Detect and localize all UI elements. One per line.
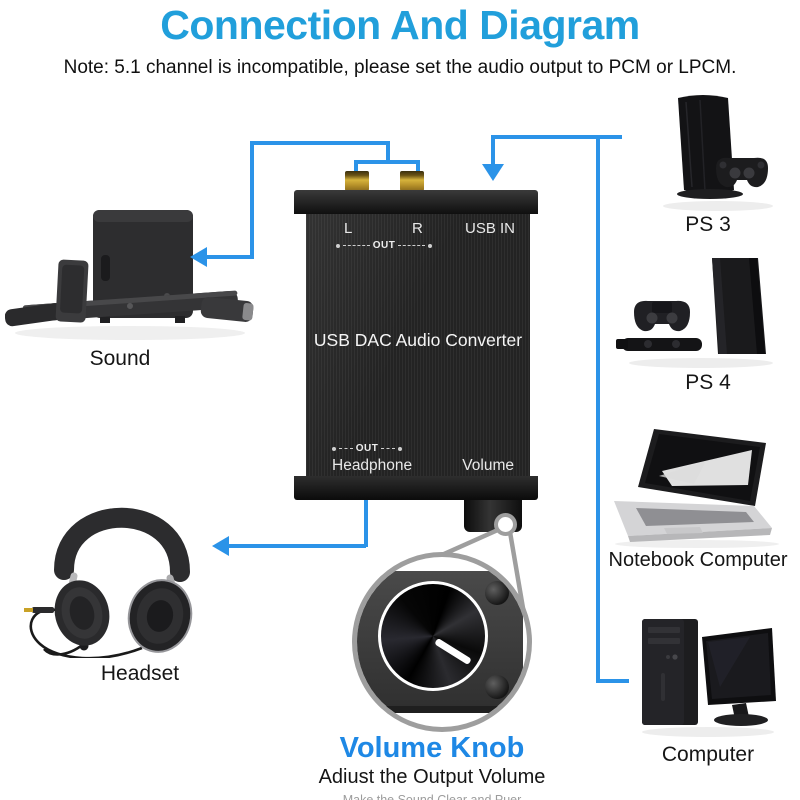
notebook-computer-label: Notebook Computer: [608, 549, 788, 571]
usb-in-label: USB IN: [464, 220, 515, 237]
usb-line-top: [491, 135, 622, 139]
ps3-label: PS 3: [685, 213, 731, 236]
headset-arrowhead-icon: [212, 536, 229, 556]
headset-arrow-shaft: [228, 544, 366, 548]
rca-bracket-right-leg: [416, 160, 420, 175]
ps3-console-image: [663, 95, 773, 211]
ps3-controller: [716, 157, 768, 188]
volume-knob-callout: Volume Knob Adiust the Output Volume Mak…: [287, 733, 577, 800]
rca-jack-left: [345, 171, 369, 191]
rca-bracket-left-leg: [354, 160, 358, 175]
ps4-console-image: [616, 258, 773, 368]
ps4-body: [712, 258, 766, 354]
rca-out-label: OUT: [372, 240, 396, 251]
usb-arrowhead-icon: [482, 164, 504, 181]
ps4-label: PS 4: [685, 371, 731, 394]
ps4-console-image: [616, 252, 780, 370]
pc-monitor: [702, 628, 776, 726]
jack-right-label: R: [412, 220, 423, 237]
headphones-image: [24, 507, 193, 658]
sound-line-top: [250, 141, 390, 145]
cable: [29, 608, 143, 658]
console-trunk-line: [596, 135, 600, 683]
volume-knob-image: [378, 581, 488, 691]
volume-label: Volume: [462, 457, 514, 474]
ps4-camera: [622, 338, 702, 351]
jack-left-label: L: [344, 220, 353, 237]
volume-knob-subtitle: Adiust the Output Volume: [318, 766, 546, 789]
computer-stub-line: [596, 679, 629, 683]
sound-arrow-shaft: [206, 255, 254, 259]
sound-label: Sound: [89, 347, 151, 370]
speaker-system-image: [5, 210, 254, 340]
headphones-image: [22, 458, 222, 658]
headphone-out-label: OUT: [355, 443, 379, 454]
audio-plug: [32, 607, 54, 613]
pc-tower: [642, 619, 698, 725]
ps3-console-image: [648, 92, 778, 214]
ps4-controller: [634, 300, 690, 332]
sound-line-left: [250, 141, 254, 259]
knob-pointer-dot: [494, 513, 517, 536]
headphone-out-marker: OUT: [332, 443, 403, 454]
laptop-image: [602, 423, 786, 551]
device-name-label: USB DAC Audio Converter: [313, 330, 523, 350]
rca-bracket-bar: [354, 160, 420, 164]
knob-indicator-tick: [434, 637, 472, 666]
note-text: Note: 5.1 channel is incompatible, pleas…: [63, 57, 737, 78]
usb-arrow-stem: [491, 135, 495, 165]
speaker-system-image: [5, 200, 255, 345]
device-top-edge: [294, 190, 538, 214]
usb-dac-converter-device: L R USB IN OUT USB DAC Audio Converter O…: [306, 214, 530, 478]
desktop-pc-image: [642, 619, 776, 737]
page-title: Connection And Diagram: [160, 2, 640, 48]
ear-cup-right: [127, 579, 193, 653]
desktop-pc-image: [628, 615, 778, 739]
volume-knob-caption: Make the Sound Clear and Puer: [287, 793, 577, 800]
volume-knob-magnifier: [352, 552, 532, 732]
sound-arrowhead-icon: [190, 247, 207, 267]
device-bottom-edge: [294, 476, 538, 500]
subwoofer: [93, 210, 193, 318]
laptop-screen: [638, 429, 766, 506]
headset-label: Headset: [100, 662, 180, 685]
ear-cup-left: [54, 580, 110, 646]
computer-label: Computer: [661, 743, 755, 766]
screw-icon: [485, 581, 509, 605]
laptop-base: [614, 501, 772, 542]
laptop-image: [614, 429, 779, 548]
satellite-speaker-left: [55, 259, 89, 323]
rca-bracket-stem: [386, 141, 390, 164]
volume-knob-title: Volume Knob: [339, 732, 525, 764]
satellite-speaker-right: [200, 297, 254, 322]
headphone-label: Headphone: [332, 457, 413, 474]
screw-icon: [485, 675, 509, 699]
rca-jack-right: [400, 171, 424, 191]
headband: [54, 507, 190, 582]
rca-out-marker: OUT: [336, 240, 433, 251]
headset-line-vertical: [364, 497, 368, 547]
